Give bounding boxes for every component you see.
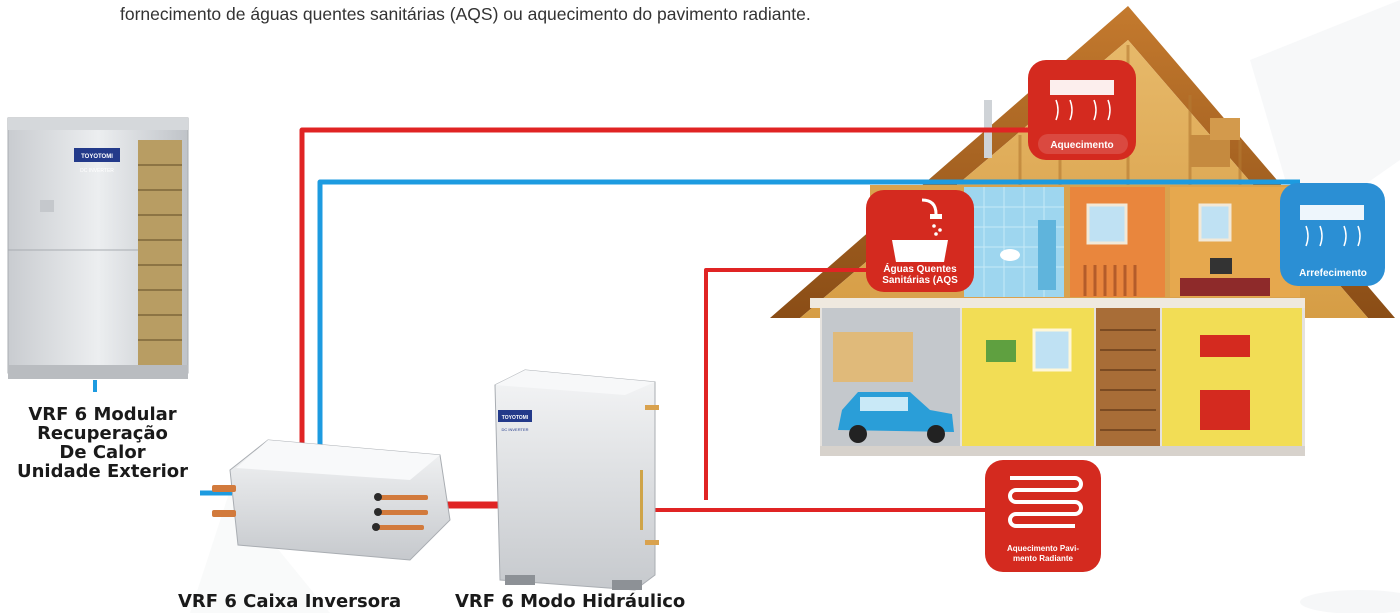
floor-label-line2: mento Radiante [1013,554,1074,563]
outdoor-unit-caption: VRF 6 Modular Recuperação De Calor Unida… [0,405,205,481]
outdoor-brand: TOYOTOMI [81,154,113,160]
hydraulic-module [494,369,659,591]
outdoor-caption-line1: VRF 6 Modular [28,404,177,425]
outdoor-caption-line3: De Calor [59,442,146,463]
inverter-box [212,439,451,561]
badge-cooling [1280,183,1385,286]
intro-text: fornecimento de águas quentes sanitárias… [120,4,811,24]
hot-pipe-dhw [704,268,870,500]
hot-pipe-heating [299,127,1030,446]
badge-heating [1028,60,1136,160]
house-illustration [770,6,1395,456]
hydraulic-brand: TOYOTOMI [502,415,529,421]
outdoor-badge: DC INVERTER [80,168,114,174]
badge-dhw [866,190,974,292]
hydraulic-badge: DC INVERTER [501,427,528,432]
cooling-label: Arrefecimento [1299,268,1367,279]
car [838,392,954,443]
dhw-label-line2: Sanitárias (AQS [882,275,958,286]
dhw-label-line1: Águas Quentes [883,262,957,275]
outdoor-unit [7,117,189,379]
background-decor [190,0,1400,613]
outdoor-caption-line2: Recuperação [37,423,168,444]
floor-label-line1: Aquecimento Pavi- [1007,544,1079,553]
badge-floor-heating [985,460,1101,572]
outdoor-caption-line4: Unidade Exterior [17,461,188,482]
inverter-box-caption: VRF 6 Caixa Inversora [178,591,402,612]
cold-pipe-cooling [317,179,1300,446]
hydraulic-module-caption: VRF 6 Modo Hidráulico [455,591,686,612]
heating-label: Aquecimento [1050,140,1113,151]
